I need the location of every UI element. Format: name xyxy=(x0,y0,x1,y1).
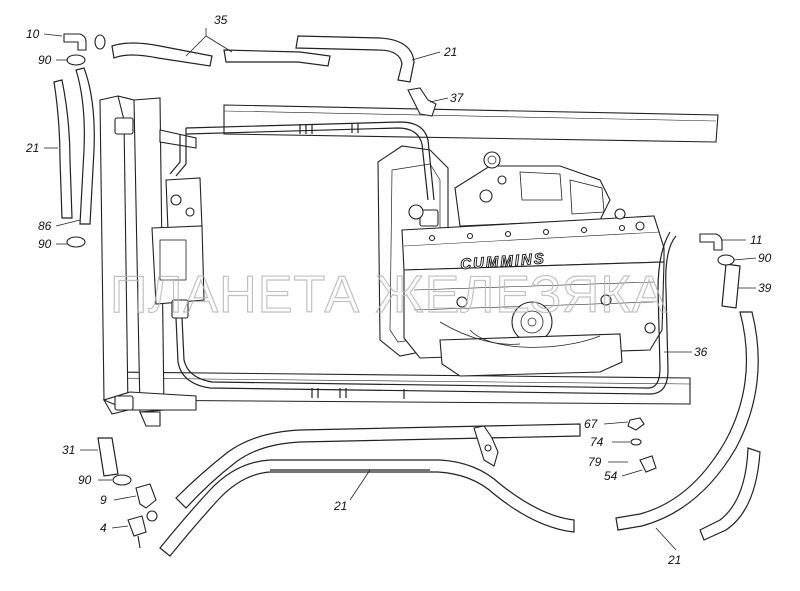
callout-11: 11 xyxy=(750,233,762,247)
vehicle-frame xyxy=(99,95,719,427)
engine-brand-label: CUMMINS xyxy=(460,250,547,273)
clip-54 xyxy=(639,455,657,473)
callout-39: 39 xyxy=(758,281,772,295)
callout-21-bottom: 21 xyxy=(333,499,347,513)
hose-clamp xyxy=(112,474,132,486)
nut-67 xyxy=(627,417,645,431)
callout-37: 37 xyxy=(450,91,465,105)
callout-79: 79 xyxy=(588,455,602,469)
callout-90-right: 90 xyxy=(758,251,772,265)
hose-clamp xyxy=(94,34,106,50)
coolant-pipes xyxy=(169,121,677,399)
hose-clamp xyxy=(717,254,735,266)
fitting-4 xyxy=(127,515,147,537)
callout-10: 10 xyxy=(26,27,40,41)
callout-4: 4 xyxy=(100,521,107,535)
hose-clamp xyxy=(66,54,86,66)
fitting-9 xyxy=(135,483,157,509)
callout-36: 36 xyxy=(694,345,708,359)
elbow-fitting-10 xyxy=(63,33,87,51)
callout-21-left: 21 xyxy=(25,141,39,155)
auxiliary-heater-unit xyxy=(151,177,205,319)
callout-labels: 10 90 35 21 37 21 86 90 11 90 39 36 67 7… xyxy=(25,13,772,567)
leader-lines xyxy=(43,28,757,551)
fittings-and-clamps xyxy=(63,33,735,549)
callout-21-top: 21 xyxy=(443,45,457,59)
fitting-37 xyxy=(407,87,437,117)
callout-31: 31 xyxy=(62,443,75,457)
watermark-text: ПЛАНЕТА ЖЕЛЕЗЯКА xyxy=(110,266,667,324)
callout-54: 54 xyxy=(604,469,618,483)
callout-35: 35 xyxy=(214,13,228,27)
washer-74 xyxy=(630,438,642,446)
engine-assembly xyxy=(377,145,665,377)
hose-clamp xyxy=(66,236,86,248)
callout-86: 86 xyxy=(38,219,52,233)
callout-90-left: 90 xyxy=(38,237,52,251)
callout-90-bottom: 90 xyxy=(78,473,92,487)
callout-21-bottom-right: 21 xyxy=(667,553,681,567)
callout-67: 67 xyxy=(584,417,599,431)
callout-9: 9 xyxy=(100,493,107,507)
elbow-fitting-11 xyxy=(699,233,723,251)
callout-74: 74 xyxy=(590,435,604,449)
loose-hoses xyxy=(53,35,761,557)
callout-90-top-left: 90 xyxy=(38,53,52,67)
